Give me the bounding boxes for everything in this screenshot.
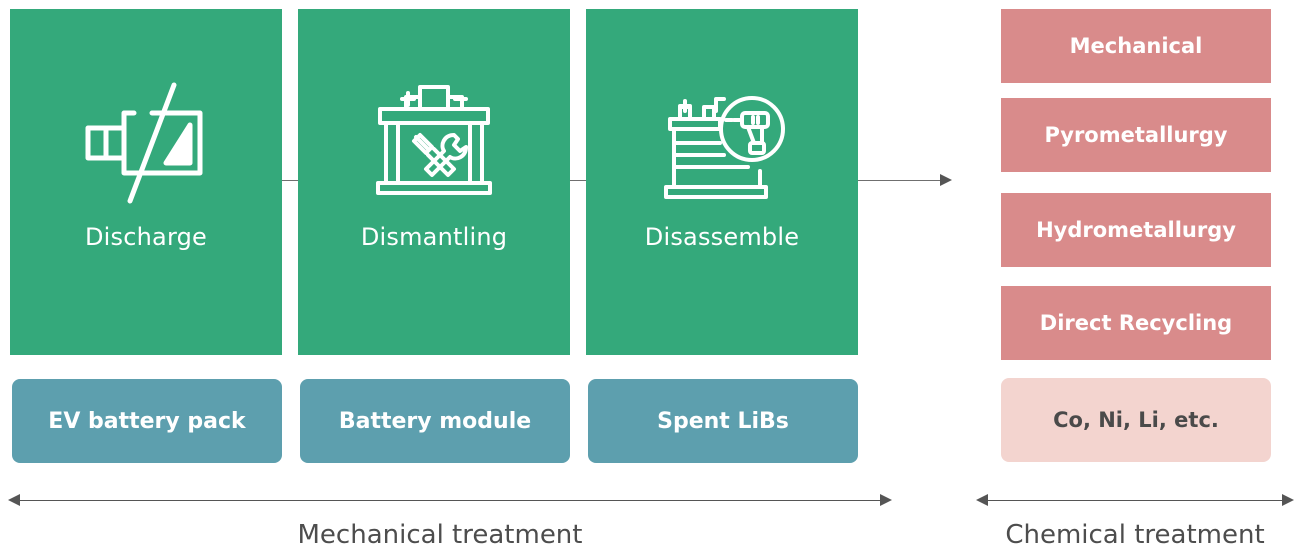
range-arrow-left-head: [8, 494, 20, 506]
range-arrow-right-head: [1282, 494, 1294, 506]
range-arrow-left-head: [976, 494, 988, 506]
step-label: Dismantling: [360, 223, 508, 251]
chemical-treatment-label: Chemical treatment: [1005, 520, 1265, 550]
connector-line-3: [858, 180, 942, 181]
stage-spent-libs: Spent LiBs: [588, 379, 858, 463]
step-disassemble: Disassemble: [586, 9, 858, 355]
step-label: Discharge: [84, 223, 207, 251]
battery-tools-icon: [376, 85, 492, 195]
output-metals: Co, Ni, Li, etc.: [1001, 378, 1271, 462]
connector-line-2: [570, 180, 588, 181]
mechanical-treatment-label: Mechanical treatment: [297, 520, 583, 550]
process-arrowhead: [940, 174, 952, 186]
step-dismantling: Dismantling: [298, 9, 570, 355]
mechanical-range-line: [18, 500, 880, 501]
step-discharge: Discharge: [10, 9, 282, 355]
connector-line-1: [282, 180, 300, 181]
range-arrow-right-head: [880, 494, 892, 506]
chemical-range-line: [986, 500, 1284, 501]
battery-drill-icon: [664, 96, 785, 199]
stage-ev-battery-pack: EV battery pack: [12, 379, 282, 463]
stage-battery-module: Battery module: [300, 379, 570, 463]
method-pyrometallurgy: Pyrometallurgy: [1001, 98, 1271, 172]
battery-discharge-icon: [85, 82, 203, 204]
method-direct-recycling: Direct Recycling: [1001, 286, 1271, 360]
method-hydrometallurgy: Hydrometallurgy: [1001, 193, 1271, 267]
step-label: Disassemble: [644, 223, 800, 251]
method-mechanical: Mechanical: [1001, 9, 1271, 83]
